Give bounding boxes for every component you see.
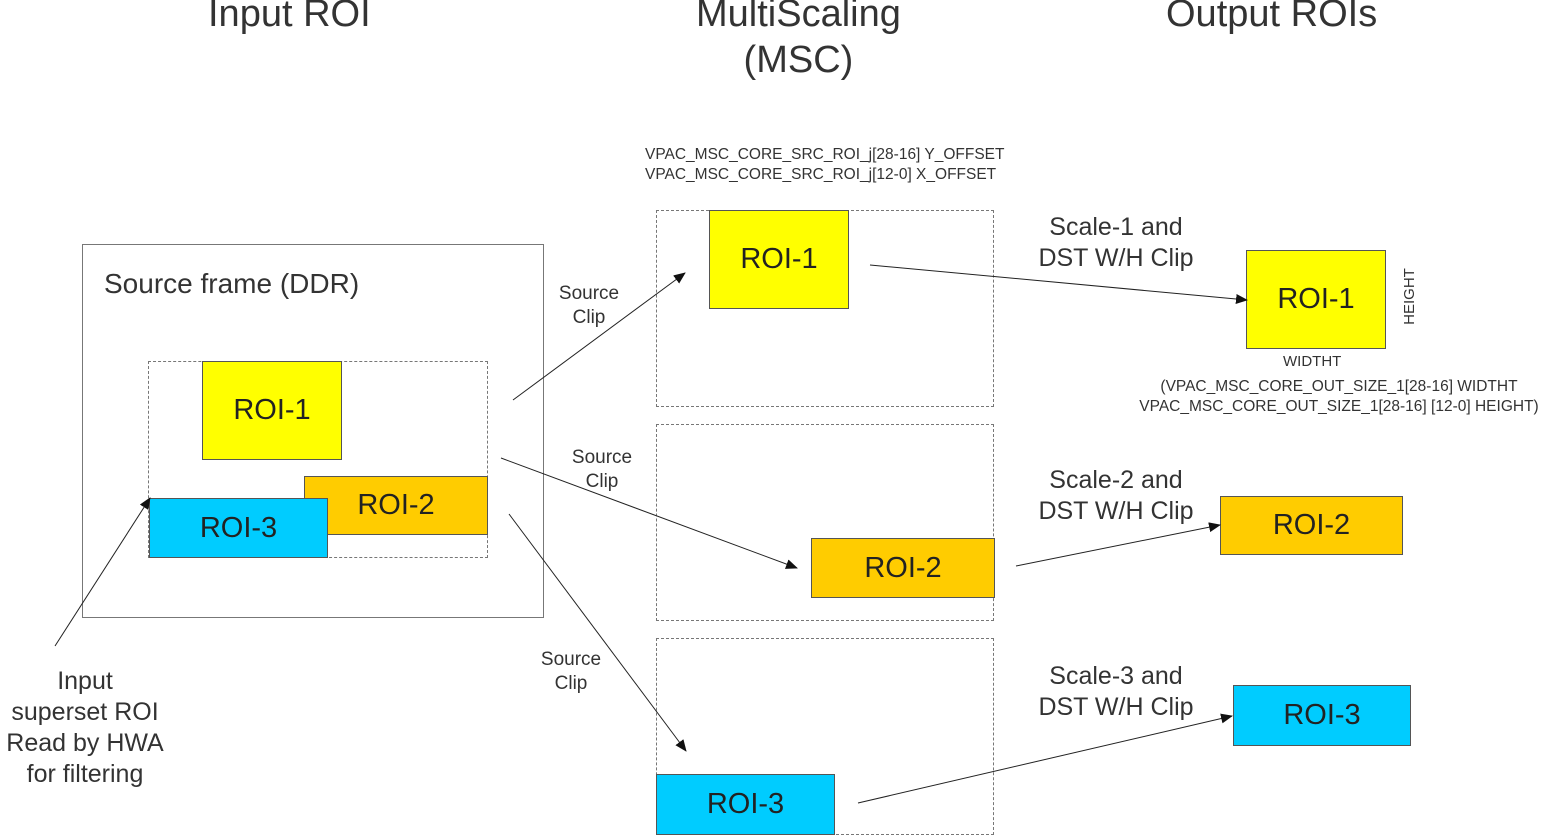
arrow-scale-roi2 (1015, 522, 1221, 567)
input-roi-1: ROI-1 (202, 361, 342, 460)
heading-input-roi: Input ROI (208, 0, 371, 35)
output-roi-3: ROI-3 (1233, 685, 1411, 746)
output-width-label: WIDTHT (1283, 353, 1342, 370)
output-size-line-2: VPAC_MSC_CORE_OUT_SIZE_1[28-16] [12-0] H… (1139, 398, 1539, 416)
output-size-line-1: (VPAC_MSC_CORE_OUT_SIZE_1[28-16] WIDTHT (1160, 378, 1518, 395)
msc-roi-2: ROI-2 (811, 538, 995, 598)
heading-msc-line2: (MSC) (743, 39, 854, 82)
input-roi-3: ROI-3 (149, 498, 328, 558)
msc-roi-1: ROI-1 (709, 210, 849, 309)
note-line-3: Read by HWA (6, 729, 164, 757)
heading-msc-line1: MultiScaling (696, 0, 901, 35)
output-height-label: HEIGHT (1400, 268, 1418, 325)
msc-roi-3: ROI-3 (656, 774, 835, 835)
source-frame-label: Source frame (DDR) (104, 268, 360, 299)
register-offsets: VPAC_MSC_CORE_SRC_ROI_j[28-16] Y_OFFSET … (645, 145, 1005, 185)
register-x-offset: VPAC_MSC_CORE_SRC_ROI_j[12-0] X_OFFSET (645, 166, 997, 184)
note-line-4: for filtering (26, 760, 144, 788)
heading-multiscaling: MultiScaling (MSC) (696, 0, 901, 84)
input-roi-2: ROI-2 (304, 476, 488, 535)
register-y-offset: VPAC_MSC_CORE_SRC_ROI_j[28-16] Y_OFFSET (645, 146, 1005, 163)
source-frame (82, 244, 544, 618)
output-roi-1: ROI-1 (1246, 250, 1386, 349)
output-roi-2: ROI-2 (1220, 496, 1403, 555)
heading-output-rois: Output ROIs (1166, 0, 1378, 35)
note-line-2: superset ROI (11, 698, 159, 726)
input-superset-note: Input superset ROI Read by HWA for filte… (0, 666, 180, 790)
note-line-1: Input (57, 667, 113, 695)
output-size-register: (VPAC_MSC_CORE_OUT_SIZE_1[28-16] WIDTHT … (1113, 377, 1563, 417)
